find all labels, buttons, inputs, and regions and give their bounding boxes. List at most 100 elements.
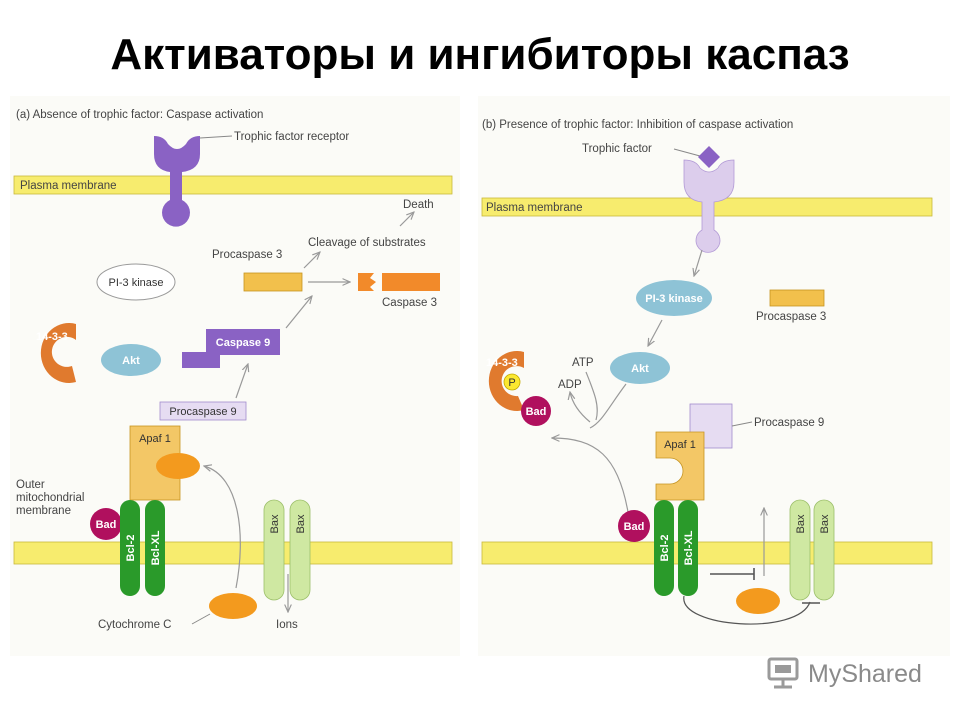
pi3-to-akt-arrow	[648, 319, 663, 346]
caspase9-box	[206, 329, 280, 355]
pi3-kinase-label-a: PI-3 kinase	[108, 277, 163, 289]
pi3-kinase-a	[96, 263, 176, 301]
outer-membrane-label-line1: Outer	[16, 479, 45, 491]
trophic-factor-receptor-a	[154, 136, 200, 227]
protein-14-3-3-a	[40, 323, 76, 383]
bclxl-b	[678, 500, 698, 596]
protein-14-3-3-label-a: 14-3-3	[36, 331, 68, 343]
myshared-logo-icon	[767, 657, 799, 689]
adp-label: ADP	[558, 379, 582, 391]
bcl2-b	[654, 500, 674, 596]
trophic-factor-receptor-label-a: Trophic factor receptor	[234, 131, 349, 143]
caspase3-box	[382, 273, 440, 291]
receptor-to-pi3-arrow	[694, 249, 703, 276]
plasma-membrane-label-a: Plasma membrane	[20, 180, 117, 192]
bad-a	[90, 508, 122, 540]
trophic-factor-pointer	[673, 148, 701, 157]
slide-title: Активаторы и ингибиторы каспаз	[110, 30, 850, 79]
ions-label: Ions	[276, 619, 298, 631]
akt-b	[610, 352, 670, 384]
protein-14-3-3-b	[488, 351, 524, 411]
adp-curve	[570, 392, 591, 423]
procaspase9-arrow	[235, 364, 248, 399]
apaf1-label-b: Apaf 1	[664, 439, 696, 451]
myshared-watermark: MyShared	[766, 656, 936, 696]
cytochrome-c-label: Cytochrome C	[98, 619, 172, 631]
bax1-b	[789, 499, 811, 601]
cytochrome-release-arrow	[204, 466, 241, 589]
bclxl-label-b: Bcl-XL	[683, 530, 695, 565]
panel-a-diagram: (a) Absence of trophic factor: Caspase a…	[13, 109, 453, 631]
bclxl-a	[145, 500, 165, 596]
bax2-a	[289, 499, 311, 601]
bad-bound	[521, 396, 551, 426]
procaspase9-label-b: Procaspase 9	[754, 417, 824, 429]
trophic-factor-receptor-b	[683, 159, 735, 253]
cytochrome-c-a	[209, 593, 257, 619]
bcl2-label-b: Bcl-2	[659, 535, 671, 562]
procaspase9-label-a: Procaspase 9	[169, 406, 236, 418]
atp-curve	[585, 371, 598, 421]
cytochrome-c-b	[736, 588, 780, 614]
cleavage-arrow	[303, 252, 320, 269]
mitochondrial-membrane-a	[13, 541, 453, 565]
akt-label-b: Akt	[631, 363, 649, 375]
bax2-label-b: Bax	[819, 514, 831, 533]
akt-a	[101, 344, 161, 376]
pi3-kinase-label-b: PI-3 kinase	[645, 293, 702, 305]
phosphate-label: P	[508, 377, 515, 389]
bax2-label-a: Bax	[295, 514, 307, 533]
death-label: Death	[403, 199, 434, 211]
bax1-label-b: Bax	[795, 514, 807, 533]
plasma-membrane-a	[13, 175, 453, 195]
bax2-b	[813, 499, 835, 601]
mitochondrial-membrane-b	[481, 541, 933, 565]
bad-release-arrow	[552, 438, 629, 513]
cytochrome-on-apaf1	[156, 453, 200, 479]
bad-bound-label: Bad	[526, 406, 547, 418]
plasma-membrane-label-b: Plasma membrane	[486, 202, 583, 214]
panel-a: (a) Absence of trophic factor: Caspase a…	[10, 96, 460, 656]
panel-b-diagram: (b) Presence of trophic factor: Inhibiti…	[481, 119, 933, 625]
bad-b	[618, 510, 650, 542]
protein-14-3-3-label-b: 14-3-3	[486, 357, 518, 369]
bax-inhibition-curve	[683, 595, 811, 625]
bad-label-a: Bad	[96, 519, 117, 531]
procaspase3-box-b	[769, 289, 825, 307]
receptor-pointer-a	[199, 135, 233, 139]
bad-label-b: Bad	[624, 521, 645, 533]
procaspase3-label-b: Procaspase 3	[756, 311, 826, 323]
apaf1-b	[655, 431, 705, 501]
bax1-label-a: Bax	[269, 514, 281, 533]
procaspase3-label-a: Procaspase 3	[212, 249, 282, 261]
caspase9-small-box	[182, 352, 220, 368]
procaspase9-pointer	[731, 421, 753, 427]
cytochrome-pointer	[191, 613, 211, 625]
bcl2-a	[120, 500, 140, 596]
panel-b-heading: (b) Presence of trophic factor: Inhibiti…	[482, 119, 793, 131]
akt-branch	[589, 383, 627, 429]
atp-label: ATP	[572, 357, 594, 369]
death-arrow	[399, 212, 414, 227]
trophic-factor-label: Trophic factor	[582, 143, 652, 155]
myshared-watermark-text: MyShared	[808, 660, 922, 688]
cleavage-label: Cleavage of substrates	[308, 237, 426, 249]
phosphate-p	[503, 373, 521, 391]
caspase3-label: Caspase 3	[382, 297, 437, 309]
caspase9-arrow	[285, 296, 312, 329]
pi3-kinase-b	[636, 280, 712, 316]
bclxl-label-a: Bcl-XL	[150, 530, 162, 565]
panel-b: (b) Presence of trophic factor: Inhibiti…	[478, 96, 950, 656]
bcl2-label-a: Bcl-2	[125, 535, 137, 562]
outer-membrane-label-line2: mitochondrial	[16, 492, 84, 504]
akt-label-a: Akt	[122, 355, 140, 367]
panel-a-heading: (a) Absence of trophic factor: Caspase a…	[16, 109, 263, 121]
outer-membrane-label-line3: membrane	[16, 505, 71, 517]
trophic-factor-ligand	[698, 146, 720, 168]
caspase3-fragment	[358, 273, 376, 291]
procaspase9-box-a	[159, 401, 247, 421]
caspase9-label: Caspase 9	[216, 337, 270, 349]
apaf1-label-a: Apaf 1	[139, 433, 171, 445]
procaspase3-box-a	[243, 272, 303, 292]
bax1-a	[263, 499, 285, 601]
